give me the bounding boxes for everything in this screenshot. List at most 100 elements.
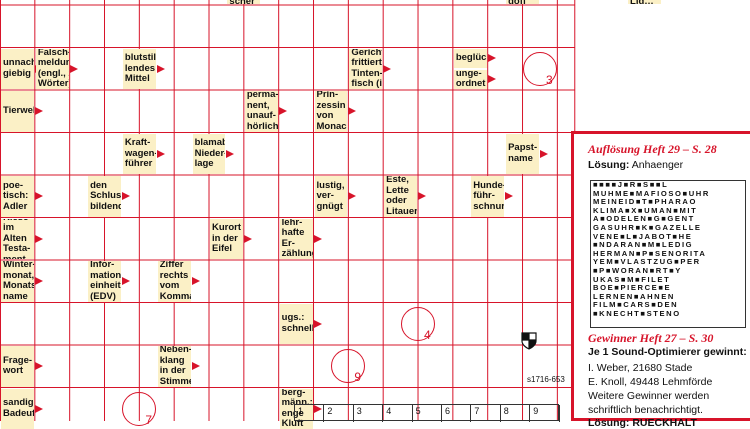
clue-arrow-icon — [157, 65, 165, 73]
clue-arrow-icon — [192, 362, 200, 370]
clue-cell: Winter-monat,Monats-name — [1, 261, 34, 302]
publisher-shield-icon — [521, 332, 537, 350]
clue-arrow-icon — [35, 405, 43, 413]
clue-text: Gericht a.frittiertemTinten-fisch (it.) — [351, 49, 382, 90]
solution-value: Anhaenger — [632, 159, 683, 171]
clue-arrow-icon — [226, 150, 234, 158]
clue-text: poe-tisch:Adler — [3, 181, 28, 213]
clue-text: Hunde-führ-schnur — [473, 181, 504, 213]
solution-box-number: 6 — [445, 406, 450, 416]
clue-text: denSchlussbildend — [90, 181, 121, 213]
clue-text: ugs.:schnell — [282, 313, 313, 334]
clue-cell: Frage-wort — [1, 346, 34, 387]
clue-text: Winter-monat,Monats-name — [3, 261, 34, 302]
clue-text: beglückt — [456, 53, 487, 64]
clue-text: unge-ordnet — [456, 70, 486, 89]
solution-box[interactable]: 8 — [501, 405, 530, 422]
solution-box-number: 1 — [298, 406, 303, 416]
clue-arrow-icon — [157, 150, 165, 158]
puzzle-code: s1716-653 — [527, 375, 565, 384]
clue-arrow-icon — [418, 192, 426, 200]
clue-arrow-icon — [244, 235, 252, 243]
solution-box-number: 8 — [504, 406, 509, 416]
clue-arrow-icon — [540, 150, 548, 158]
clue-cell: Papst-name — [506, 134, 539, 175]
solution-box[interactable]: 9 — [530, 405, 559, 422]
clue-cell: denSchlussbildend — [88, 176, 121, 217]
winner-2: E. Knoll, 49448 Lehmförde — [588, 376, 712, 388]
clue-arrow-icon — [505, 192, 513, 200]
solution-box-number: 4 — [386, 406, 391, 416]
solution-circle-number: 3 — [546, 73, 553, 87]
clue-text: ZifferrechtsvomKomma — [160, 261, 191, 302]
clue-arrow-icon — [488, 54, 496, 62]
clue-text: perma-nent,unauf-hörlich — [247, 91, 278, 132]
clue-text: Falsch-meldung(engl., 2Wörter) — [38, 49, 69, 90]
clue-text: blamableNieder-lage — [195, 138, 226, 170]
clue-arrow-icon — [122, 192, 130, 200]
solution-box[interactable]: 5 — [413, 405, 442, 422]
solution-grid-row: ■KNECHT■STENO — [591, 310, 745, 319]
clue-arrow-icon — [279, 107, 287, 115]
solution-box[interactable]: 3 — [354, 405, 383, 422]
clue-arrow-icon — [488, 75, 496, 83]
winners-heading: Je 1 Sound-Optimierer gewinnt: — [588, 346, 747, 358]
clue-cell: perma-nent,unauf-hörlich — [245, 91, 278, 132]
clue-text: lustig,ver-gnügt — [317, 181, 345, 213]
solution-box-number: 2 — [327, 406, 332, 416]
solution-box-number: 7 — [474, 406, 479, 416]
clue-arrow-icon — [192, 277, 200, 285]
clue-cell: Hunde-führ-schnur — [471, 176, 504, 217]
solution-label: Lösung: — [588, 159, 629, 171]
clue-cell: poe-tisch:Adler — [1, 176, 34, 217]
clue-arrow-icon — [314, 235, 322, 243]
winners-note-1: Weitere Gewinner werden — [588, 390, 709, 402]
clue-text: unnach-giebig — [3, 58, 34, 79]
clue-arrow-icon — [35, 107, 43, 115]
clue-arrow-icon — [348, 192, 356, 200]
solution-box[interactable]: 7 — [471, 405, 500, 422]
solution-box-number: 9 — [533, 406, 538, 416]
clue-arrow-icon — [70, 65, 78, 73]
clue-text: Tierwelt — [3, 106, 34, 117]
clue-text: Infor-mations-einheit(EDV) — [90, 261, 121, 302]
clue-cell: unge-ordnet — [454, 70, 487, 89]
clue-cell: Prin-zessinvonMonaco — [315, 91, 348, 132]
clue-cell: Tierwelt — [1, 91, 34, 132]
clue-arrow-icon — [35, 362, 43, 370]
clue-fragment: Lid… — [628, 0, 661, 4]
clue-arrow-icon — [35, 277, 43, 285]
solution-box[interactable]: 4 — [383, 405, 412, 422]
clue-cell: sandigesBadeufer — [1, 389, 34, 429]
solution-box[interactable]: 6 — [442, 405, 471, 422]
clue-cell: ZifferrechtsvomKomma — [158, 261, 191, 302]
winners-title: Gewinner Heft 27 – S. 30 — [588, 331, 713, 346]
clue-text: Papst-name — [508, 143, 537, 164]
clue-text: Frage-wort — [3, 356, 32, 377]
solution-circle-number: 4 — [424, 328, 431, 342]
clue-arrow-icon — [383, 65, 391, 73]
clue-arrow-icon — [35, 192, 43, 200]
solution-box[interactable]: 1 — [295, 405, 324, 422]
solution-line: Lösung: Anhaenger — [588, 159, 683, 171]
winner-1: I. Weber, 21680 Stade — [588, 362, 692, 374]
clue-arrow-icon — [348, 107, 356, 115]
clue-cell: ugs.:schnell — [280, 304, 313, 345]
clue-text: Prin-zessinvonMonaco — [317, 91, 348, 132]
solution-title: Auflösung Heft 29 – S. 28 — [588, 142, 717, 157]
clue-cell: blamableNieder-lage — [193, 134, 226, 175]
solution-box[interactable]: 2 — [324, 405, 353, 422]
solution-circle-number: 9 — [354, 370, 361, 384]
clue-cell: unnach-giebig — [1, 49, 34, 90]
clue-arrow-icon — [314, 320, 322, 328]
